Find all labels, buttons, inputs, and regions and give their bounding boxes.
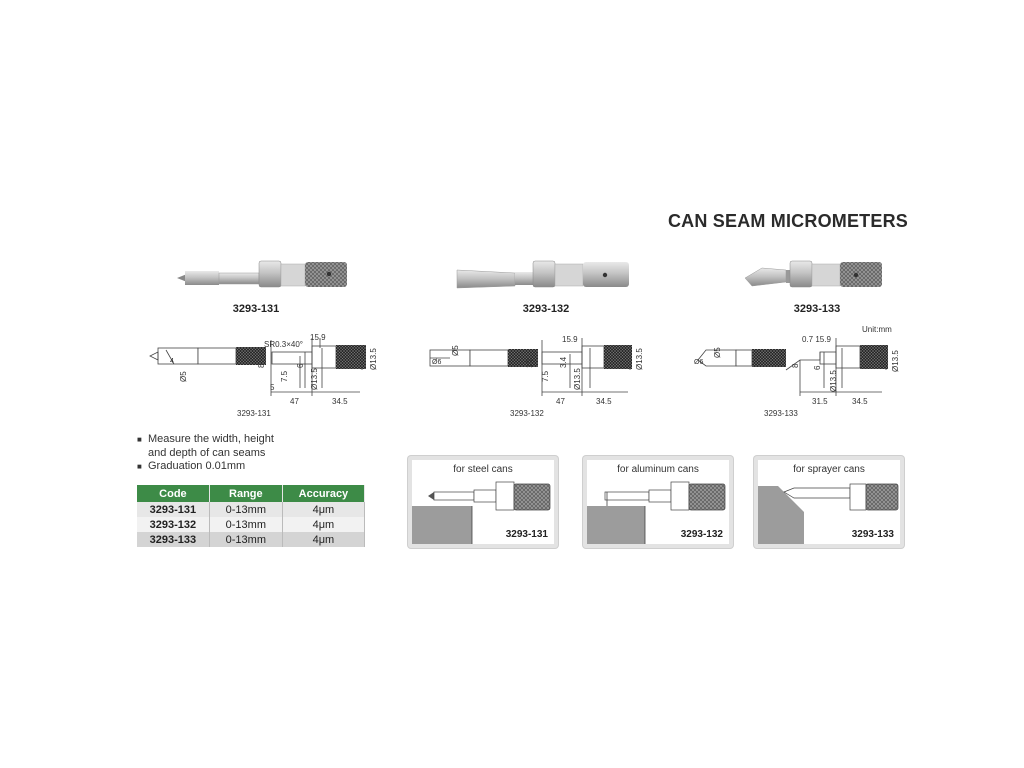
page-title: CAN SEAM MICROMETERS — [667, 211, 908, 231]
table-cell: 4μm — [282, 502, 366, 517]
column-header: Accuracy — [282, 485, 366, 502]
dim-label: 4 — [170, 358, 174, 365]
dim-label: 7.5 — [280, 370, 289, 382]
dim-label: Ø13.5 — [829, 370, 838, 392]
dim-label: Ø13.5 — [369, 348, 378, 370]
dim-label: Ø13.5 — [573, 368, 582, 390]
feature-item: ■Graduation 0.01mm — [137, 460, 246, 472]
table-cell: 0-13mm — [209, 532, 283, 547]
model-label: 3293-133 — [793, 303, 841, 315]
dim-label: 6 — [296, 363, 305, 368]
drawing-caption: 3293-133 — [764, 409, 798, 418]
table-cell: 4μm — [282, 517, 366, 532]
micrometer-photo-132 — [456, 260, 629, 289]
dim-label: 15.9 — [562, 335, 578, 344]
dim-label: 47 — [290, 397, 299, 406]
technical-drawing-131: SR0.3×40° 15.9 4 5 47 34.5 Ø5 8 7.5 6 Ø1… — [149, 333, 378, 406]
steel-can-illustration — [412, 481, 551, 544]
technical-drawing-132: 15.9 Ø6 47 34.5 Ø5 10 7.5 3.4 Ø13.5 Ø13.… — [429, 335, 644, 406]
column-header: Range — [209, 485, 283, 502]
panel-caption: for sprayer cans — [793, 464, 865, 475]
dim-label: 31.5 — [812, 397, 828, 406]
dim-label: 34.5 — [332, 397, 348, 406]
dim-label: 15.9 — [310, 333, 326, 342]
dim-label: 34.5 — [852, 397, 868, 406]
micrometer-photo-131 — [177, 260, 347, 288]
dim-label: Ø5 — [713, 347, 722, 358]
table-cell: 3293-131 — [137, 502, 210, 517]
dim-label: 7.5 — [541, 370, 550, 382]
feature-list: ■Measure the width, height and depth of … — [137, 433, 274, 474]
drawing-caption: 3293-132 — [510, 409, 544, 418]
application-panel-steel: for steel cans 3293-131 — [408, 456, 558, 548]
aluminum-can-illustration — [587, 481, 726, 544]
panel-caption: for aluminum cans — [617, 464, 699, 475]
dim-label: Ø13.5 — [635, 348, 644, 370]
spec-table: Code Range Accuracy 3293-131 0-13mm 4μm … — [137, 485, 366, 547]
table-cell: 3293-132 — [137, 517, 210, 532]
table-row: 3293-132 0-13mm 4μm — [137, 517, 366, 532]
table-cell: 0-13mm — [209, 502, 283, 517]
dim-label: 5 — [270, 383, 275, 392]
dim-label: 3.4 — [559, 356, 568, 368]
dim-label: Ø5 — [451, 345, 460, 356]
table-row: 3293-133 0-13mm 4μm — [137, 532, 366, 547]
panel-code: 3293-132 — [680, 529, 723, 540]
technical-drawing-133: 0.7 15.9 Ø6 31.5 34.5 Ø5 8 6 Ø13.5 Ø13.5 — [694, 335, 900, 406]
dim-label: Ø13.5 — [891, 350, 900, 372]
dim-label: Ø6 — [432, 359, 441, 366]
dim-label: 10 — [525, 359, 534, 368]
dim-label: 6 — [813, 365, 822, 370]
panel-caption: for steel cans — [453, 464, 513, 475]
model-label: 3293-132 — [522, 303, 570, 315]
table-cell: 3293-133 — [137, 532, 210, 547]
dim-label: 0.7 15.9 — [802, 335, 831, 344]
bullet-icon: ■ — [137, 435, 142, 444]
panel-code: 3293-131 — [505, 529, 548, 540]
dim-label: Ø5 — [179, 371, 188, 382]
dim-label: Ø6 — [694, 359, 703, 366]
dim-label: 8 — [257, 363, 266, 368]
feature-item: and depth of can seams — [148, 446, 266, 459]
bullet-icon: ■ — [137, 462, 142, 471]
dim-label: 47 — [556, 397, 565, 406]
dim-label: SR0.3×40° — [264, 340, 303, 349]
model-label: 3293-131 — [232, 303, 280, 315]
column-header: Code — [137, 485, 210, 502]
table-cell: 4μm — [282, 532, 366, 547]
unit-note: Unit:mm — [862, 325, 892, 334]
feature-item: ■Measure the width, height — [137, 433, 274, 445]
dim-label: 8 — [791, 363, 800, 368]
micrometer-photo-133 — [744, 260, 882, 288]
table-row: 3293-131 0-13mm 4μm — [137, 502, 366, 517]
sprayer-can-illustration — [758, 483, 899, 544]
drawing-caption: 3293-131 — [237, 409, 271, 418]
application-panel-sprayer: for sprayer cans 3293-133 — [754, 456, 904, 548]
dim-label: 34.5 — [596, 397, 612, 406]
panel-code: 3293-133 — [851, 529, 894, 540]
application-panel-aluminum: for aluminum cans 3293-132 — [583, 456, 733, 548]
table-cell: 0-13mm — [209, 517, 283, 532]
dim-label: Ø13.5 — [310, 368, 319, 390]
